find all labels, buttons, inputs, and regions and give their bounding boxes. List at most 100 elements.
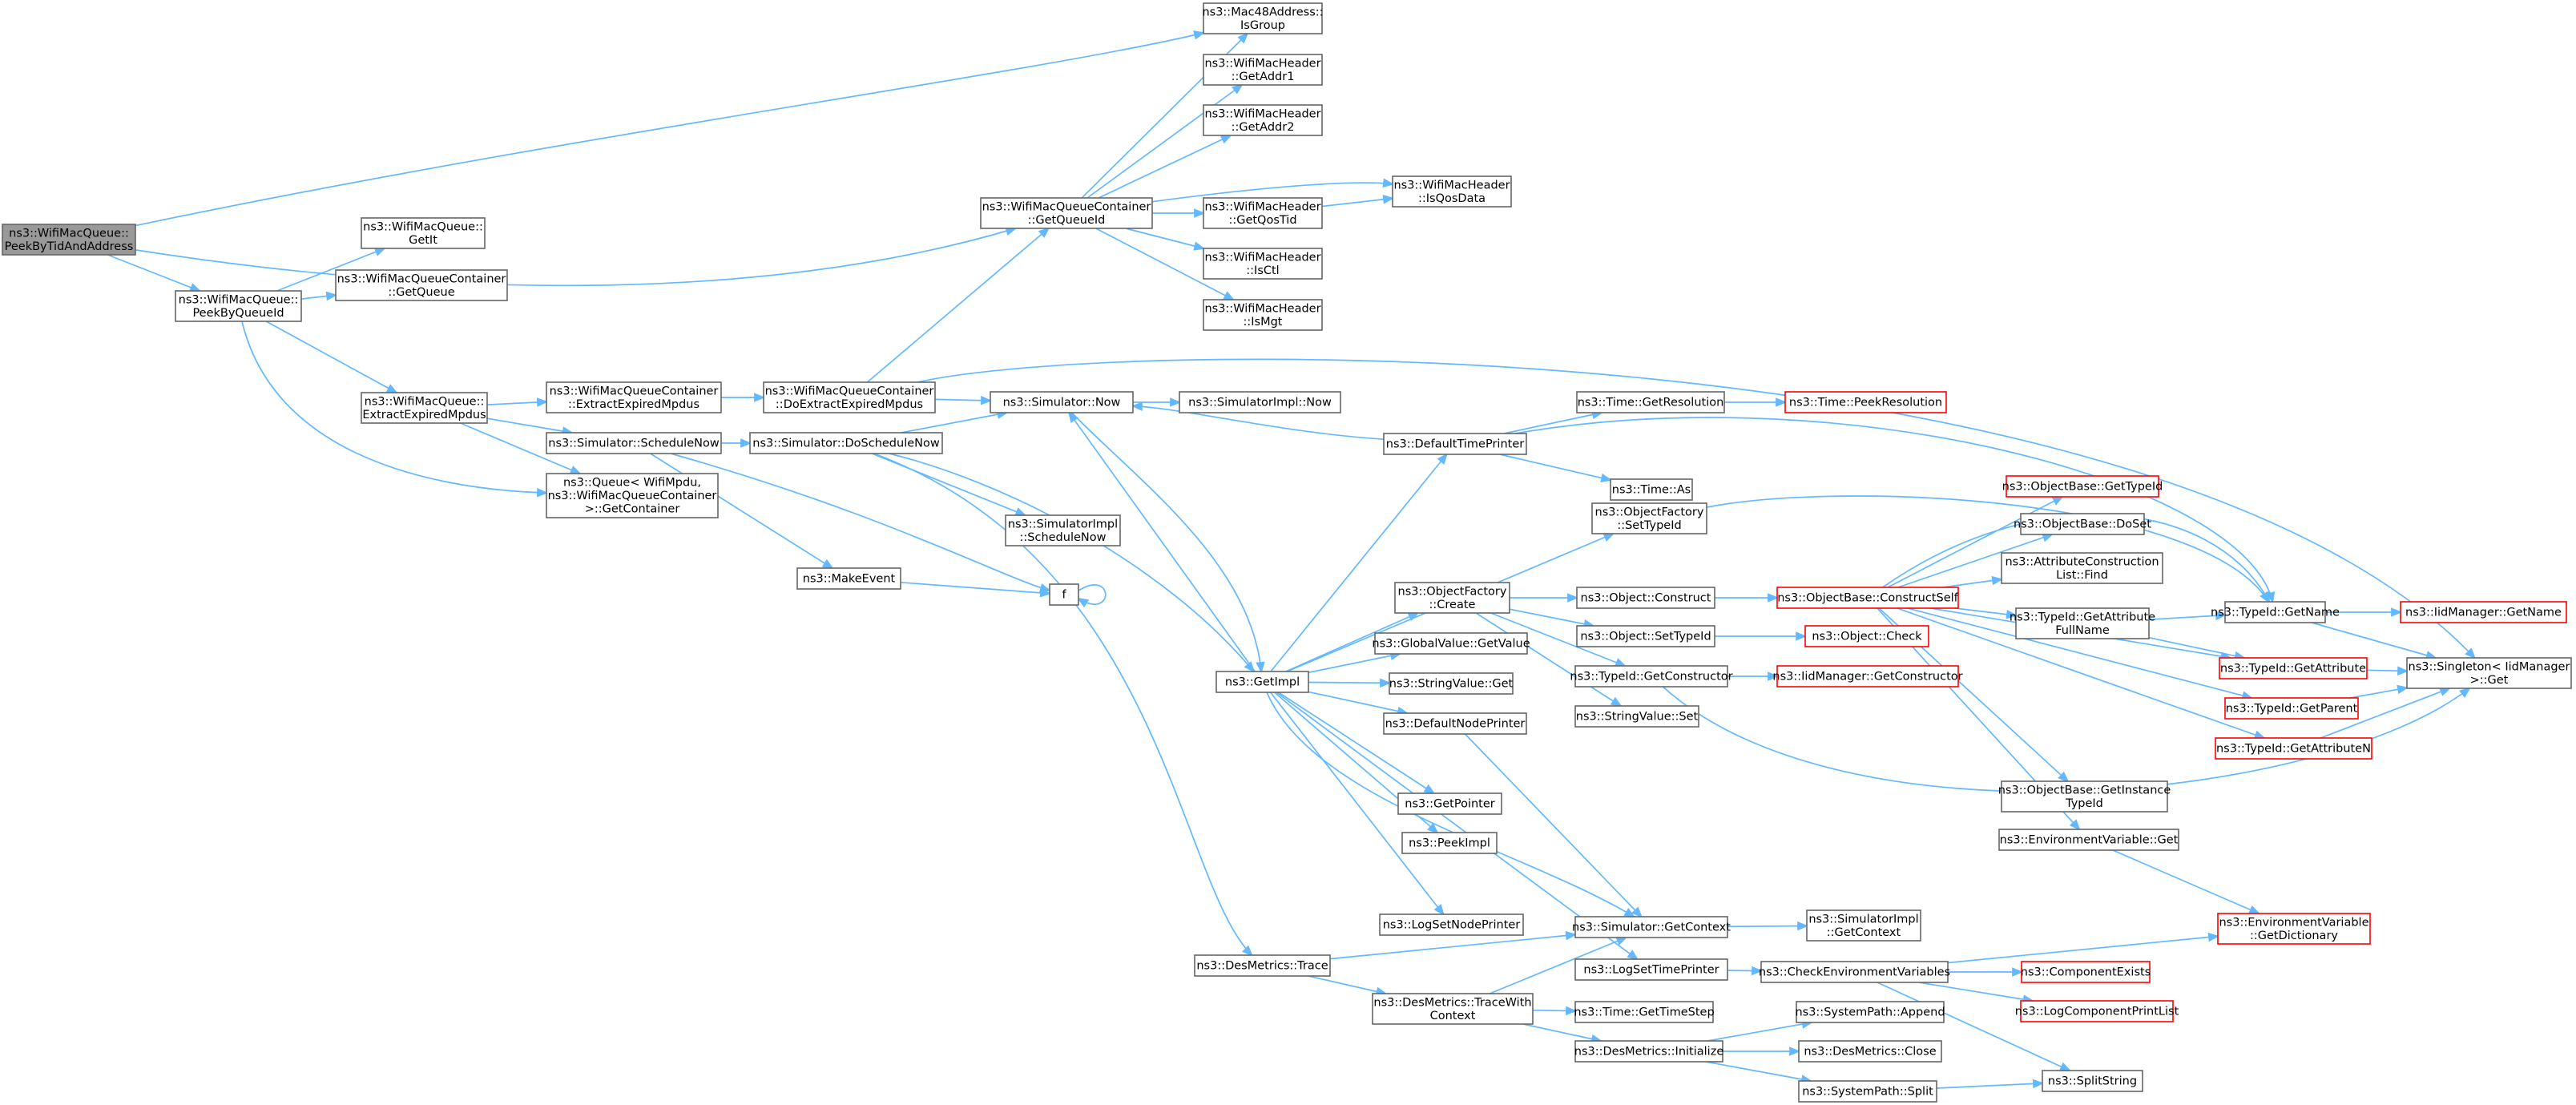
- node-peekImpl[interactable]: ns3::PeekImpl: [1401, 832, 1498, 854]
- edge-line: [1706, 495, 2270, 603]
- edge-line: [2148, 636, 2245, 659]
- edge-getQosTid-to-isQosData: [1321, 195, 1395, 208]
- node-isCtl[interactable]: ns3::WifiMacHeader::IsCtl: [1203, 248, 1323, 280]
- node-schedNow[interactable]: ns3::Simulator::ScheduleNow: [546, 432, 722, 454]
- node-f[interactable]: f: [1049, 583, 1079, 606]
- edge-objConstruct-to-obConstructSelf: [1715, 593, 1780, 603]
- node-label: ns3::SimulatorImpl::Now: [1188, 397, 1332, 409]
- node-compExists[interactable]: ns3::ComponentExists: [2021, 961, 2151, 983]
- node-envGetDict[interactable]: ns3::EnvironmentVariable::GetDictionary: [2217, 913, 2371, 945]
- node-objConstruct[interactable]: ns3::Object::Construct: [1576, 587, 1715, 609]
- node-label: PeekByQueueId: [192, 307, 284, 320]
- node-timeGetStep[interactable]: ns3::Time::GetTimeStep: [1574, 1001, 1715, 1023]
- edge-envGet-to-envGetDict: [2112, 849, 2261, 914]
- node-tidGetAttrN[interactable]: ns3::TypeId::GetAttributeN: [2215, 737, 2372, 760]
- node-peekQid[interactable]: ns3::WifiMacQueue::PeekByQueueId: [175, 290, 302, 322]
- node-obDoSet[interactable]: ns3::ObjectBase::DoSet: [2014, 513, 2151, 535]
- node-getAddr1[interactable]: ns3::WifiMacHeader::GetAddr1: [1203, 54, 1323, 86]
- node-simImplGetCtx[interactable]: ns3::SimulatorImpl::GetContext: [1806, 909, 1921, 942]
- node-box: [335, 269, 508, 301]
- node-tidGetAttr[interactable]: ns3::TypeId::GetAttribute: [2219, 657, 2368, 680]
- node-svGet[interactable]: ns3::StringValue::Get: [1389, 672, 1514, 695]
- node-logSetNode[interactable]: ns3::LogSetNodePrinter: [1379, 913, 1524, 936]
- node-label: ns3::WifiMacHeader: [1204, 57, 1320, 70]
- node-getQueueId[interactable]: ns3::WifiMacQueueContainer::GetQueueId: [980, 197, 1153, 229]
- node-splitString[interactable]: ns3::SplitString: [2042, 1070, 2143, 1092]
- node-getQueue[interactable]: ns3::WifiMacQueueContainer::GetQueue: [335, 269, 508, 301]
- edge-getQueueId-to-getAddr1: [1086, 83, 1244, 199]
- node-logSetTime[interactable]: ns3::LogSetTimePrinter: [1574, 958, 1728, 981]
- node-tidGetCtor[interactable]: ns3::TypeId::GetConstructor: [1570, 665, 1733, 688]
- edge-arrowhead: [1194, 208, 1206, 218]
- node-spAppend[interactable]: ns3::SystemPath::Append: [1795, 1001, 1945, 1023]
- node-defNodePrinter[interactable]: ns3::DefaultNodePrinter: [1383, 712, 1527, 735]
- edge-ofCreate-to-svSet: [1475, 612, 1623, 708]
- node-svSet[interactable]: ns3::StringValue::Set: [1574, 705, 1699, 728]
- node-getQosTid[interactable]: ns3::WifiMacHeader::GetQosTid: [1203, 197, 1323, 229]
- node-box: [796, 567, 901, 590]
- node-desTrace[interactable]: ns3::DesMetrics::Trace: [1194, 954, 1331, 977]
- edge-arrowhead: [1427, 822, 1439, 834]
- node-box: [1760, 961, 1949, 983]
- node-queueGetContainer[interactable]: ns3::Queue< WifiMpdu,ns3::WifiMacQueueCo…: [546, 473, 719, 518]
- edge-line: [917, 358, 2476, 659]
- node-spSplit[interactable]: ns3::SystemPath::Split: [1798, 1080, 1937, 1103]
- node-makeEvent[interactable]: ns3::MakeEvent: [796, 567, 901, 590]
- edge-tidGetParent-to-singletonGet: [2349, 684, 2409, 699]
- node-ofCreate[interactable]: ns3::ObjectFactory::Create: [1394, 582, 1510, 614]
- node-checkEnv[interactable]: ns3::CheckEnvironmentVariables: [1759, 961, 1950, 983]
- node-tidGetName[interactable]: ns3::TypeId::GetName: [2211, 601, 2340, 623]
- edge-line: [866, 228, 1050, 383]
- node-timeGetRes[interactable]: ns3::Time::GetResolution: [1576, 391, 1725, 413]
- node-simImplNow[interactable]: ns3::SimulatorImpl::Now: [1179, 391, 1341, 413]
- node-getPointer[interactable]: ns3::GetPointer: [1397, 792, 1502, 815]
- node-objSetTypeId[interactable]: ns3::Object::SetTypeId: [1576, 625, 1715, 647]
- node-logCompPrint[interactable]: ns3::LogComponentPrintList: [2015, 1000, 2179, 1022]
- node-simGetCtx[interactable]: ns3::Simulator::GetContext: [1572, 916, 1731, 938]
- node-label: ns3::SystemPath::Append: [1795, 1006, 1945, 1019]
- edge-line: [1308, 975, 1386, 994]
- edge-line: [135, 32, 1204, 227]
- node-extractWmqc[interactable]: ns3::WifiMacQueueContainer::ExtractExpir…: [546, 381, 722, 413]
- node-getAddr2[interactable]: ns3::WifiMacHeader::GetAddr2: [1203, 104, 1323, 136]
- node-tidGetParent[interactable]: ns3::TypeId::GetParent: [2224, 697, 2359, 720]
- node-isGroup[interactable]: ns3::Mac48Address::IsGroup: [1202, 2, 1324, 34]
- node-box: [1610, 478, 1693, 501]
- node-gvGetValue[interactable]: ns3::GlobalValue::GetValue: [1372, 632, 1530, 655]
- node-simImplSched[interactable]: ns3::SimulatorImpl::ScheduleNow: [1005, 514, 1121, 546]
- node-obGetTypeId[interactable]: ns3::ObjectBase::GetTypeId: [2002, 475, 2163, 498]
- node-getIt[interactable]: ns3::WifiMacQueue::GetIt: [361, 217, 486, 249]
- node-timePeekRes[interactable]: ns3::Time::PeekResolution: [1784, 391, 1947, 413]
- edge-line: [2320, 688, 2450, 739]
- node-box: [1179, 391, 1341, 413]
- node-isMgt[interactable]: ns3::WifiMacHeader::IsMgt: [1203, 299, 1323, 331]
- node-simNow[interactable]: ns3::Simulator::Now: [990, 391, 1134, 413]
- node-iidGetCtor[interactable]: ns3::IidManager::GetConstructor: [1772, 665, 1963, 688]
- node-envGet[interactable]: ns3::EnvironmentVariable::Get: [1998, 829, 2179, 851]
- node-ofSetTypeId[interactable]: ns3::ObjectFactory::SetTypeId: [1591, 502, 1707, 534]
- node-extractWmq[interactable]: ns3::WifiMacQueue::ExtractExpiredMpdus: [361, 392, 488, 424]
- node-defTimePrinter[interactable]: ns3::DefaultTimePrinter: [1383, 433, 1527, 455]
- node-box: [1591, 502, 1707, 534]
- edge-line: [1078, 584, 1107, 605]
- node-desInit[interactable]: ns3::DesMetrics::Initialize: [1574, 1040, 1724, 1063]
- node-desClose[interactable]: ns3::DesMetrics::Close: [1798, 1040, 1942, 1063]
- node-doExtract[interactable]: ns3::WifiMacQueueContainer::DoExtractExp…: [763, 381, 936, 413]
- node-getImpl[interactable]: ns3::GetImpl: [1215, 671, 1309, 693]
- node-timeAs[interactable]: ns3::Time::As: [1610, 478, 1693, 501]
- node-doSchedNow[interactable]: ns3::Simulator::DoScheduleNow: [749, 432, 943, 454]
- node-objCheck[interactable]: ns3::Object::Check: [1804, 625, 1929, 647]
- node-iidGetName[interactable]: ns3::IidManager::GetName: [2400, 601, 2567, 623]
- node-singletonGet[interactable]: ns3::Singleton< IidManager>::Get: [2406, 657, 2572, 689]
- node-isQosData[interactable]: ns3::WifiMacHeader::IsQosData: [1392, 175, 1512, 208]
- node-obConstructSelf[interactable]: ns3::ObjectBase::ConstructSelf: [1776, 587, 1959, 609]
- edge-arrowhead: [2248, 905, 2261, 914]
- node-peekTid[interactable]: ns3::WifiMacQueue::PeekByTidAndAddress: [2, 224, 136, 256]
- node-label: ns3::WifiMacQueueContainer: [765, 385, 934, 397]
- node-label: ns3::DesMetrics::TraceWith: [1373, 996, 1531, 1009]
